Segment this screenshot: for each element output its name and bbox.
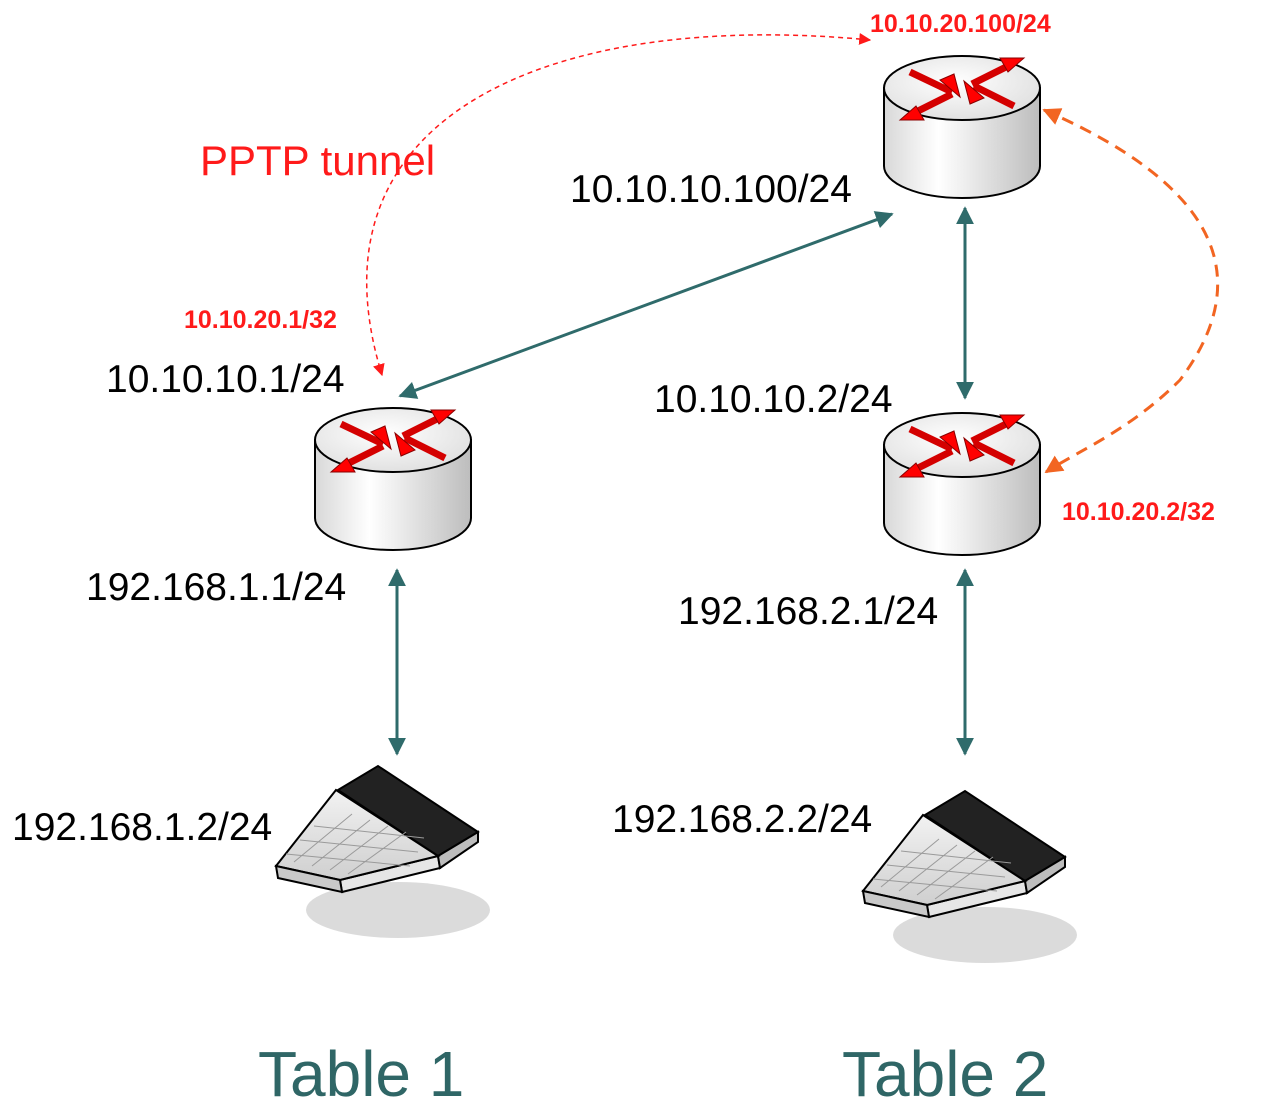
router2-wan-ip: 10.10.10.2/24 (654, 378, 893, 421)
router2-tunnel-ip: 10.10.20.2/32 (1062, 498, 1215, 526)
laptop-icon (275, 763, 491, 939)
router-icon (884, 413, 1040, 555)
hub-wan-ip: 10.10.10.100/24 (570, 168, 852, 211)
table-2-label: Table 2 (842, 1038, 1049, 1110)
pptp-tunnel-label: PPTP tunnel (200, 137, 436, 184)
hub-tunnel-ip: 10.10.20.100/24 (870, 10, 1051, 38)
router2-lan-ip: 192.168.2.1/24 (678, 590, 939, 633)
link-hub-router1 (398, 211, 894, 399)
router-icon (315, 408, 471, 550)
router1-tunnel-ip: 10.10.20.1/32 (184, 306, 337, 334)
router-icon (884, 56, 1040, 198)
laptop1-ip: 192.168.1.2/24 (12, 806, 273, 849)
laptop-icon (862, 788, 1078, 964)
pptp-tunnel-1 (365, 32, 872, 377)
pptp-tunnel-2 (1042, 108, 1220, 474)
laptop2-ip: 192.168.2.2/24 (612, 798, 873, 841)
router1-lan-ip: 192.168.1.1/24 (86, 566, 347, 609)
table-1-label: Table 1 (258, 1038, 465, 1110)
router1-wan-ip: 10.10.10.1/24 (106, 358, 345, 401)
